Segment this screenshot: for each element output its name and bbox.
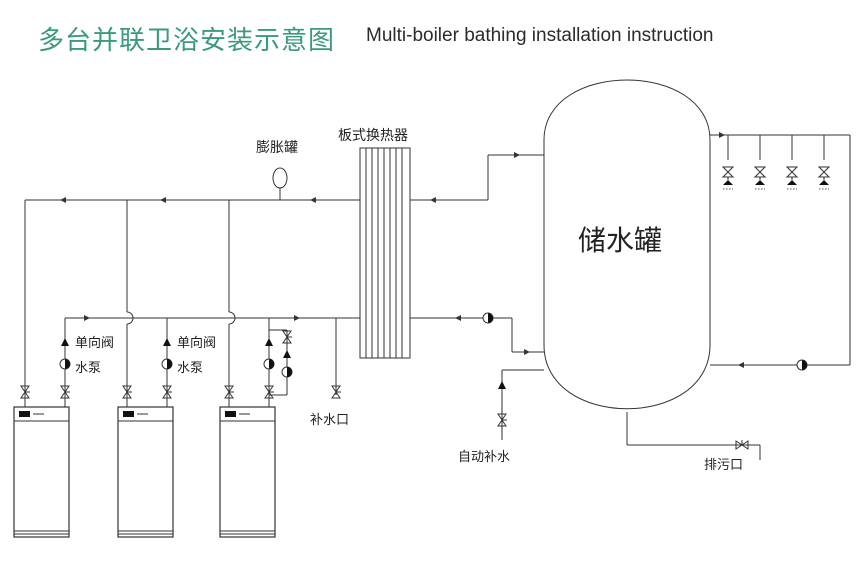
check-valve-icon — [498, 381, 506, 389]
pump-icon — [59, 358, 71, 370]
pump-icon — [161, 358, 173, 370]
boiler-2 — [117, 406, 174, 538]
check-valve-icon — [265, 338, 273, 346]
check-valve-icon — [163, 338, 171, 346]
pump-label-2: 水泵 — [177, 361, 203, 376]
boiler-3 — [219, 406, 276, 538]
auto-makeup-label: 自动补水 — [458, 450, 510, 465]
check-valve-icon — [283, 350, 291, 358]
expansion-tank-label: 膨胀罐 — [256, 139, 298, 156]
drain-port-label: 排污口 — [704, 458, 743, 473]
storage-tank-label: 储水罐 — [578, 224, 662, 257]
shower-icon — [786, 166, 798, 190]
plate-exchanger-label: 板式换热器 — [338, 127, 408, 144]
diagram-title-cn: 多台并联卫浴安装示意图 — [38, 26, 336, 56]
pump-icon — [796, 359, 808, 371]
shower-icon — [722, 166, 734, 190]
pump-label-1: 水泵 — [75, 361, 101, 376]
check-valve-icon — [61, 338, 69, 346]
diagram-title-en: Multi-boiler bathing installation instru… — [366, 25, 714, 46]
makeup-port-label: 补水口 — [310, 413, 349, 428]
boiler-1 — [13, 406, 70, 538]
pump-icon — [263, 358, 275, 370]
check-valve-label-1: 单向阀 — [75, 335, 114, 351]
pump-icon — [281, 366, 293, 378]
pump-icon — [482, 312, 494, 324]
shower-icon — [754, 166, 766, 190]
shower-icon — [818, 166, 830, 190]
check-valve-label-2: 单向阀 — [177, 335, 216, 351]
